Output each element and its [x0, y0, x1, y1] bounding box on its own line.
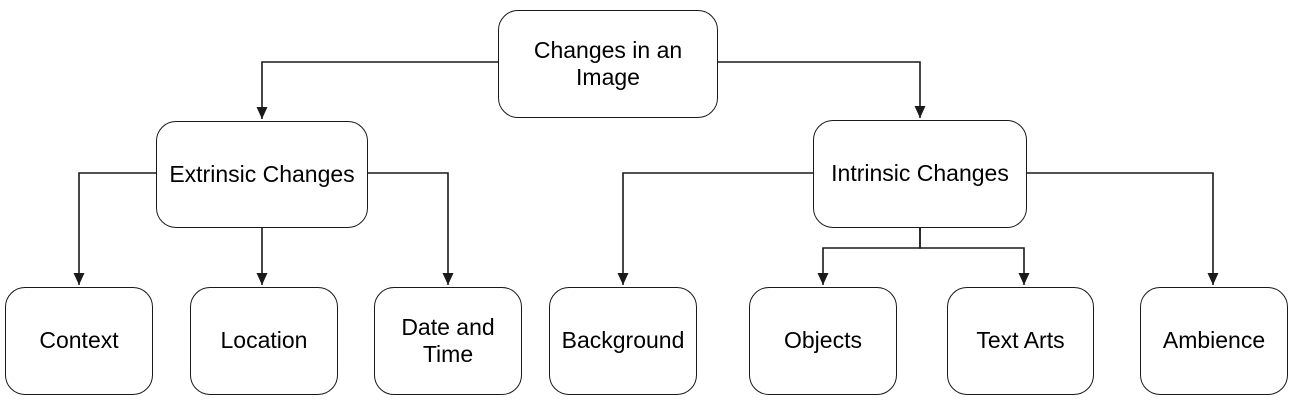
- edge-root-extrinsic: [256, 61, 498, 119]
- node-label: Extrinsic Changes: [169, 160, 355, 187]
- node-label: Text Arts: [976, 327, 1065, 354]
- node-label: Ambience: [1162, 327, 1266, 354]
- node-label: Background: [561, 327, 685, 354]
- node-label: Context: [39, 327, 119, 354]
- node-label: Changes in an Image: [533, 36, 683, 90]
- edge-intrinsic-background: [617, 172, 813, 285]
- node-context: Context: [5, 287, 153, 395]
- edge-intrinsic-ambience: [1027, 172, 1219, 285]
- edge-extrinsic-datetime: [368, 172, 454, 285]
- edge-intrinsic-objects: [817, 228, 921, 285]
- edge-intrinsic-textarts: [919, 228, 1030, 285]
- node-changes-in-an-image: Changes in an Image: [498, 10, 718, 118]
- node-text-arts: Text Arts: [947, 287, 1094, 395]
- node-objects: Objects: [749, 287, 897, 395]
- node-location: Location: [190, 287, 338, 395]
- node-label: Location: [220, 327, 308, 354]
- edge-extrinsic-context: [73, 172, 156, 285]
- node-ambience: Ambience: [1140, 287, 1288, 395]
- node-label: Objects: [784, 327, 862, 354]
- node-intrinsic-changes: Intrinsic Changes: [813, 120, 1027, 228]
- edge-root-intrinsic: [718, 61, 926, 118]
- node-label: Date and Time: [401, 313, 495, 367]
- node-label: Intrinsic Changes: [831, 160, 1009, 187]
- node-date-and-time: Date and Time: [374, 287, 522, 395]
- node-extrinsic-changes: Extrinsic Changes: [156, 121, 368, 228]
- node-background: Background: [549, 287, 697, 395]
